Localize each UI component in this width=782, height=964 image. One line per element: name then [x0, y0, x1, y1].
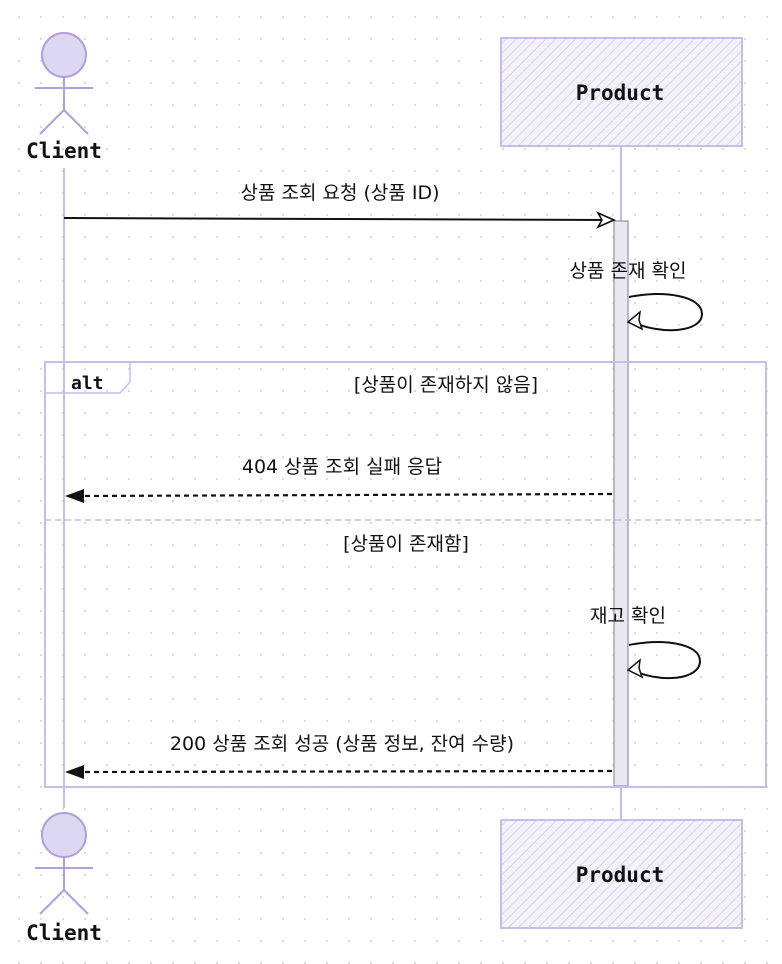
alt-fragment: alt [상품이 존재하지 않음] [상품이 존재함] — [44, 361, 767, 788]
open-arrowhead-icon — [626, 658, 644, 679]
alt-operator-label: alt — [71, 373, 104, 394]
message-label-404: 404 상품 조회 실패 응답 — [242, 456, 442, 478]
message-label-200: 200 상품 조회 성공 (상품 정보, 잔여 수량) — [170, 733, 514, 755]
alt-guard-not-exists: [상품이 존재하지 않음] — [354, 374, 538, 396]
product-participant-label-bottom: Product — [576, 863, 665, 887]
message-label-request: 상품 조회 요청 (상품 ID) — [240, 182, 439, 204]
client-participant-label-bottom: Client — [26, 921, 102, 945]
client-participant-label-top: Client — [26, 139, 102, 163]
self-loop-arrow-existence — [628, 293, 704, 332]
product-activation-bar — [613, 220, 629, 787]
product-participant-label-top: Product — [576, 81, 665, 105]
open-arrowhead-icon — [596, 211, 616, 229]
filled-arrowhead-icon — [65, 489, 84, 503]
product-participant-box-top — [500, 37, 743, 147]
product-participant-box-bottom — [500, 819, 743, 929]
message-arrow-404 — [79, 492, 613, 498]
alt-guard-exists: [상품이 존재함] — [343, 533, 469, 555]
message-arrow-200 — [79, 769, 613, 774]
client-actor-top — [35, 32, 93, 135]
client-actor-bottom — [35, 812, 93, 915]
client-actor-head-icon — [41, 812, 87, 858]
message-arrow-request — [63, 217, 613, 221]
open-arrowhead-icon — [626, 310, 644, 331]
filled-arrowhead-icon — [65, 765, 84, 779]
message-label-check-existence: 상품 존재 확인 — [570, 260, 687, 282]
message-label-check-stock: 재고 확인 — [590, 605, 666, 627]
self-loop-arrow-stock — [628, 641, 702, 680]
client-actor-head-icon — [41, 32, 87, 78]
